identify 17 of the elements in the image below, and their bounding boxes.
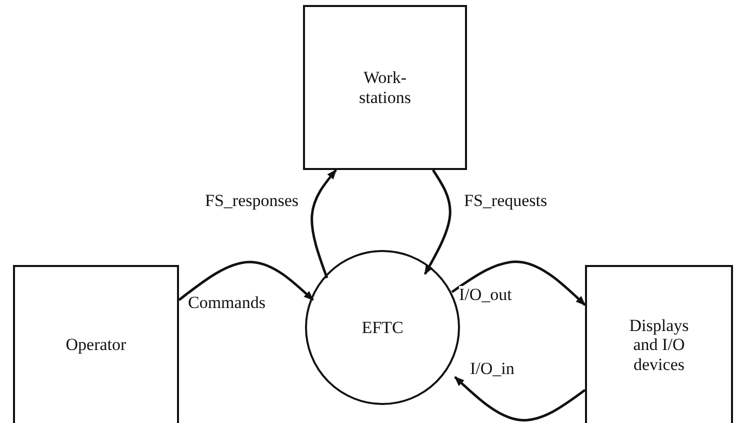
arrow (454, 376, 586, 422)
edge-label: FS_responses (205, 192, 299, 211)
edge-label: FS_requests (464, 192, 548, 211)
arrow (424, 169, 452, 275)
arrow (451, 260, 586, 306)
edge-label: I/O_in (470, 360, 514, 379)
entity-box (303, 5, 467, 170)
edge-label: I/O_out (459, 286, 512, 305)
node-label: Operator (66, 335, 126, 355)
node-label: Displays and I/O devices (628, 316, 690, 374)
node-label: Work- stations (358, 68, 412, 108)
entity-box (585, 265, 733, 423)
arrow (178, 260, 314, 301)
entity-box (13, 265, 179, 423)
arrow (310, 169, 337, 278)
node-label: EFTC (362, 318, 404, 338)
process-circle (305, 250, 460, 405)
